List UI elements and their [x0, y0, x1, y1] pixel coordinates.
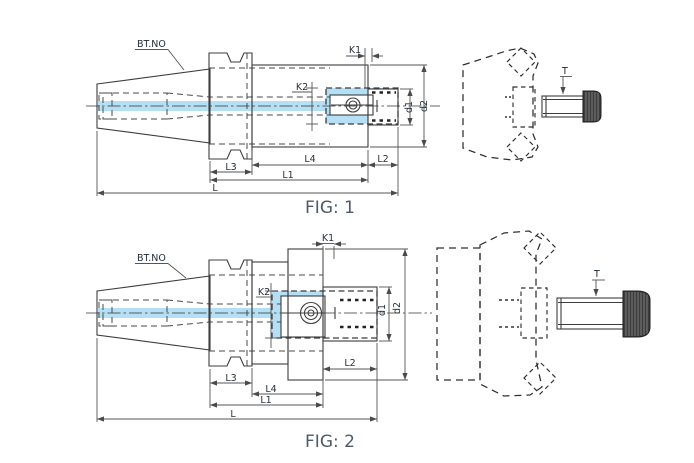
fig2-label-k1: K1: [322, 233, 334, 244]
fig1-pocket-dashed-border: [325, 87, 399, 125]
fig2-label-btno: BT.NO: [137, 253, 166, 264]
fig1-screw: T: [541, 66, 602, 123]
fig1-label-d1: d1: [404, 101, 415, 113]
figure1-drawing: L4 L2 L3 L1 L K1 K2 d1 d2 BT.NO: [86, 39, 602, 218]
fig1-label-t: T: [561, 66, 568, 77]
fig2-caption: FIG: 2: [305, 432, 355, 452]
fig1-label-k2: K2: [296, 82, 308, 93]
fig2-screw-seat: [282, 298, 374, 329]
fig1-label-l1: L1: [282, 170, 293, 181]
fig2-screw: T: [556, 269, 651, 338]
fig1-cutter-phantom: [462, 47, 539, 162]
fig2-label-l4: L4: [265, 384, 276, 395]
fig2-label-l2: L2: [344, 358, 355, 369]
fig2-outlines: [96, 248, 378, 381]
fig1-label-l2: L2: [377, 154, 388, 165]
fig1-label-l: L: [212, 183, 218, 194]
fig2-label-d1: d1: [377, 304, 388, 316]
figure2-drawing: L2 L3 L4 L1 L K1 K2 d1 d2 BT.NO: [86, 230, 651, 452]
fig1-label-k1: K1: [349, 45, 361, 56]
fig1-label-btno: BT.NO: [137, 39, 166, 50]
fig2-label-l1: L1: [260, 395, 271, 406]
fig2-label-t: T: [593, 269, 600, 280]
fig1-label-d2: d2: [419, 100, 430, 112]
fig2-screw-head: [622, 290, 651, 338]
fig2-dimensions: L2 L3 L4 L1 L K1 K2 d1 d2: [96, 233, 408, 422]
fig2-label-l3: L3: [225, 373, 236, 384]
fig1-label-l3: L3: [225, 162, 236, 173]
fig2-label-k2: K2: [258, 287, 270, 298]
fig2-shank-callout: BT.NO: [135, 253, 187, 279]
fig2-cutter-phantom: [436, 230, 557, 397]
fig1-label-l4: L4: [304, 154, 315, 165]
fig2-pocket-dashed-border: [271, 290, 378, 339]
fig2-label-d2: d2: [392, 302, 403, 314]
fig1-body-fills: [97, 53, 368, 159]
fig2-pilot-fill: [323, 287, 377, 341]
fig1-screw-seat: [331, 91, 396, 122]
fig1-dimensions: L4 L2 L3 L1 L K1 K2 d1 d2: [96, 45, 430, 196]
fig2-label-l: L: [230, 409, 236, 420]
fig1-caption: FIG: 1: [305, 198, 355, 218]
fig1-shank-callout: BT.NO: [135, 39, 185, 71]
